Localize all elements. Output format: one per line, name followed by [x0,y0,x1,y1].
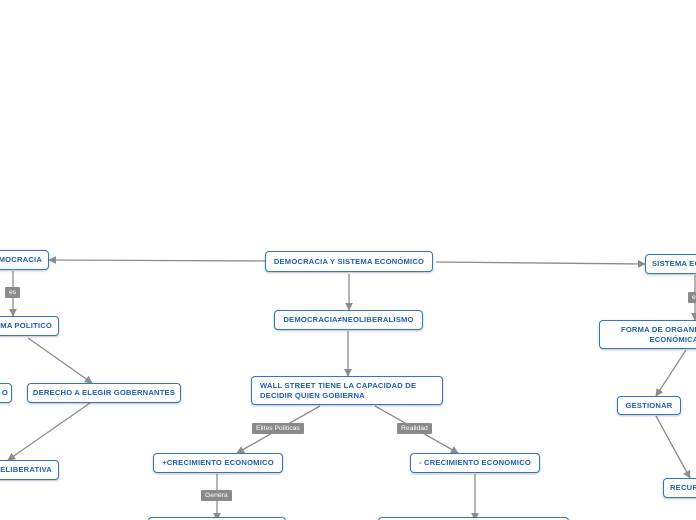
edge-sistema-politico-to-derecho [27,337,93,384]
node-deliberativa-label: DELIBERATIVA [0,465,52,475]
tag-es: es [5,287,21,298]
node-gestionar[interactable]: GESTIONAR [617,396,681,415]
node-democracia-label: DEMOCRACIA [0,255,42,265]
node-sistema-politico[interactable]: SISTEMA POLITICO [0,316,59,336]
node-bottom-right-partial[interactable] [378,517,569,520]
tag-genera: Genera [201,490,232,501]
tag-realidad: Realidad [397,423,432,434]
edge-forma-to-gestionar [655,349,687,397]
node-democracia-neoliberalismo[interactable]: DEMOCRACIA≠NEOLIBERALISMO [274,310,423,330]
node-recursos-label: RECURSOS [670,483,696,493]
node-sistema-politico-label: SISTEMA POLITICO [0,321,52,331]
node-wall-street[interactable]: WALL STREET TIENE LA CAPACIDAD DE DECIDI… [251,376,443,405]
tag-right-es: es [688,292,696,303]
node-bottom-left-partial[interactable] [148,517,286,520]
node-mas-crecimiento-economico[interactable]: +CRECIMIENTO ECONOMICO [153,453,283,473]
node-left-partial-label: O [1,388,8,398]
node-sistema-economico[interactable]: SISTEMA ECONÓMICO [645,254,696,274]
edge-root-to-sistema-economico [435,260,646,268]
tag-elites-politicas: Elites Politicas [252,423,304,434]
node-democracia[interactable]: DEMOCRACIA [0,250,49,270]
node-democracia-y-sistema-economico[interactable]: DEMOCRACIA Y SISTEMA ECONÓMICO [265,251,433,272]
edge-root-to-democracia [48,256,266,264]
node-sistema-economico-label: SISTEMA ECONÓMICO [652,259,696,269]
node-forma-de-organizacion-economica[interactable]: FORMA DE ORGANIZACIÓN ECONÓMICA [599,320,696,349]
edge-gestionar-to-recursos [655,415,691,479]
node-menos-crecimiento-economico[interactable]: - CRECIMIENTO ECONOMICO [410,453,540,473]
node-derecho-a-elegir-gobernantes[interactable]: DERECHO A ELEGIR GOBERNANTES [27,383,181,403]
node-forma-label: FORMA DE ORGANIZACIÓN ECONÓMICA [620,324,696,344]
node-left-partial[interactable]: O [0,383,12,403]
node-recursos[interactable]: RECURSOS [663,478,696,498]
edge-derecho-to-deliberativa [7,402,91,461]
node-deliberativa[interactable]: DELIBERATIVA [0,460,59,480]
